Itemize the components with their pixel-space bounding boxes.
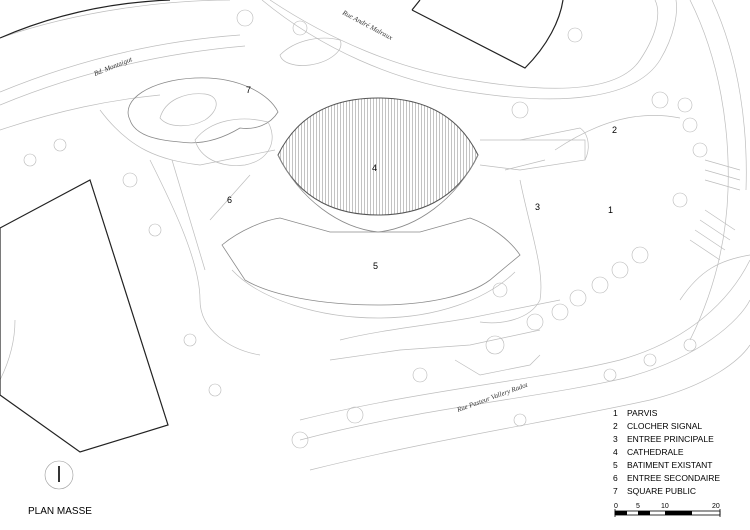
legend-num-2: 2 (613, 421, 618, 431)
legend-label-1: PARVIS (627, 408, 658, 418)
trees (23, 9, 708, 449)
square-public-area (99, 37, 342, 166)
existing-building-arc-nw (0, 0, 171, 39)
scale-tick-10: 10 (661, 503, 669, 510)
scale-tick-0: 0 (614, 503, 618, 510)
legend-num-6: 6 (613, 473, 618, 483)
existing-building-outline (221, 217, 521, 306)
street-label-rue-andre-malraux: Rue André Malraux (340, 8, 394, 42)
legend-num-7: 7 (613, 486, 618, 496)
plan-numbers: 1 2 3 4 5 6 7 (227, 85, 617, 271)
north-arrow-icon (44, 460, 74, 490)
scale-tick-20: 20 (712, 503, 720, 510)
legend-label-7: SQUARE PUBLIC (627, 486, 696, 496)
legend-num-3: 3 (613, 434, 618, 444)
plan-number-1: 1 (608, 205, 613, 215)
plan-number-6: 6 (227, 195, 232, 205)
road-lines (0, 0, 750, 471)
legend-num-5: 5 (613, 460, 618, 470)
legend-label-6: ENTREE SECONDAIRE (627, 473, 720, 483)
building-west (0, 179, 169, 453)
legend-label-5: BATIMENT EXISTANT (627, 460, 712, 470)
plan-number-2: 2 (612, 125, 617, 135)
parvis-area (149, 115, 750, 376)
legend: 1 PARVIS 2 CLOCHER SIGNAL 3 ENTREE PRINC… (613, 408, 720, 496)
plan-number-4: 4 (372, 163, 377, 173)
legend-label-4: CATHEDRALE (627, 447, 684, 457)
scale-tick-5: 5 (636, 503, 640, 510)
plan-title: PLAN MASSE (28, 506, 92, 517)
plan-number-3: 3 (535, 202, 540, 212)
scale-bar: 0 5 10 20 (614, 503, 721, 517)
legend-label-3: ENTREE PRINCIPALE (627, 434, 714, 444)
legend-num-4: 4 (613, 447, 618, 457)
legend-label-2: CLOCHER SIGNAL (627, 421, 702, 431)
plan-number-7: 7 (246, 85, 251, 95)
legend-num-1: 1 (613, 408, 618, 418)
plan-number-5: 5 (373, 261, 378, 271)
existing-building-ne (411, 0, 564, 69)
